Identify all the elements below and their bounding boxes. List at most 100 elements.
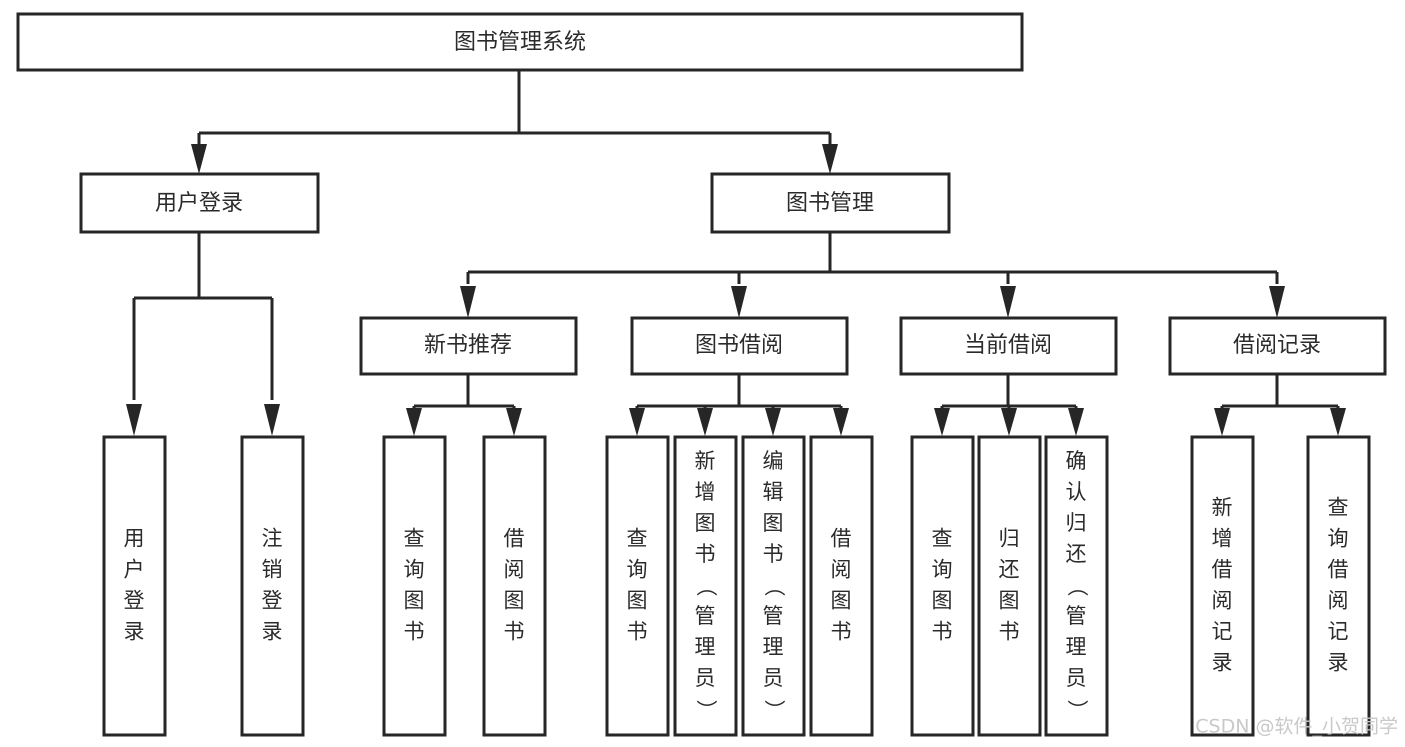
- vertical-char: 图: [404, 589, 425, 613]
- vertical-char: 理: [763, 635, 784, 659]
- node-user-login-box[interactable]: [79, 172, 320, 234]
- vertical-char: 管: [695, 604, 716, 628]
- leaf-user-login-label: 用户登录: [124, 527, 145, 644]
- watermark-label: CSDN @软件_小贺同学: [1195, 716, 1398, 738]
- vertical-char: 编: [763, 449, 784, 473]
- vertical-char: 阅: [504, 558, 525, 582]
- vertical-char: 图: [627, 589, 648, 613]
- vertical-char: 阅: [1212, 589, 1233, 613]
- leaf-query-book-3-box[interactable]: [910, 435, 975, 737]
- leaf-user-login[interactable]: 用户登录: [102, 435, 167, 737]
- arrow-head-leaf-add-book: [697, 408, 713, 436]
- vertical-char: 询: [627, 558, 648, 582]
- vertical-char: 归: [1066, 511, 1087, 535]
- vertical-char: 阅: [831, 558, 852, 582]
- leaf-confirm-return-box[interactable]: [1044, 435, 1109, 737]
- node-borrow-record-box[interactable]: [1168, 316, 1387, 376]
- vertical-char: 录: [1328, 651, 1349, 675]
- vertical-char: 图: [695, 511, 716, 535]
- vertical-char: 询: [932, 558, 953, 582]
- leaf-query-book-1-box[interactable]: [382, 435, 447, 737]
- leaf-logout-login-box[interactable]: [240, 435, 305, 737]
- vertical-char: 图: [831, 589, 852, 613]
- leaf-query-book-2-box[interactable]: [605, 435, 670, 737]
- leaf-user-login-box[interactable]: [102, 435, 167, 737]
- node-user-login-label: 用户登录: [155, 191, 243, 216]
- vertical-char: 员: [763, 666, 784, 690]
- node-new-book-recommend[interactable]: 新书推荐: [359, 316, 578, 376]
- vertical-char: 借: [1212, 558, 1233, 582]
- node-current-borrow-box[interactable]: [899, 316, 1118, 376]
- leaf-add-book-box[interactable]: [673, 435, 738, 737]
- arrow-head-leaf-query-book-3: [934, 408, 950, 436]
- vertical-char: 借: [831, 527, 852, 551]
- node-new-book-recommend-box[interactable]: [359, 316, 578, 376]
- arrow-head-leaf-logout-login: [264, 404, 280, 436]
- connector-layer: [126, 70, 1346, 436]
- leaf-add-record-box[interactable]: [1190, 435, 1255, 737]
- leaf-edit-book-box[interactable]: [741, 435, 806, 737]
- node-user-login[interactable]: 用户登录: [79, 172, 320, 234]
- vertical-char: 管: [763, 604, 784, 628]
- leaf-borrow-book-1-box[interactable]: [482, 435, 547, 737]
- node-root[interactable]: 图书管理系统: [16, 12, 1024, 72]
- arrow-head-leaf-query-book-1: [406, 408, 422, 436]
- vertical-char: 理: [1066, 635, 1087, 659]
- vertical-char: 注: [262, 527, 283, 551]
- node-borrow-record[interactable]: 借阅记录: [1168, 316, 1387, 376]
- vertical-char: 书: [763, 542, 784, 566]
- arrow-head-borrow-record: [1269, 286, 1285, 318]
- leaf-borrow-book-2-box[interactable]: [809, 435, 874, 737]
- node-book-borrow-box[interactable]: [630, 316, 849, 376]
- leaf-query-record-box[interactable]: [1306, 435, 1371, 737]
- vertical-char: 辑: [763, 480, 784, 504]
- vertical-char: 查: [932, 527, 953, 551]
- arrow-head-leaf-borrow-book-2: [833, 408, 849, 436]
- node-book-borrow[interactable]: 图书借阅: [630, 316, 849, 376]
- node-book-management[interactable]: 图书管理: [710, 172, 951, 234]
- node-current-borrow[interactable]: 当前借阅: [899, 316, 1118, 376]
- arrow-head-current-borrow: [1000, 286, 1016, 318]
- vertical-char: 阅: [1328, 589, 1349, 613]
- arrow-head-leaf-borrow-book-1: [506, 408, 522, 436]
- node-book-borrow-label: 图书借阅: [695, 333, 783, 358]
- vertical-char: ）: [762, 700, 786, 721]
- arrow-head-leaf-confirm-return: [1068, 408, 1084, 436]
- vertical-char: 图: [932, 589, 953, 613]
- vertical-char: 归: [999, 527, 1020, 551]
- vertical-char: 查: [627, 527, 648, 551]
- arrow-head-leaf-edit-book: [765, 408, 781, 436]
- vertical-char: 登: [262, 589, 283, 613]
- leaf-return-book-box[interactable]: [977, 435, 1042, 737]
- arrow-head-user-login: [191, 144, 207, 174]
- node-book-management-box[interactable]: [710, 172, 951, 234]
- node-root-box[interactable]: [16, 12, 1024, 72]
- vertical-char: 确: [1066, 449, 1087, 473]
- vertical-char: 登: [124, 589, 145, 613]
- vertical-char: 理: [695, 635, 716, 659]
- vertical-char: 员: [1066, 666, 1087, 690]
